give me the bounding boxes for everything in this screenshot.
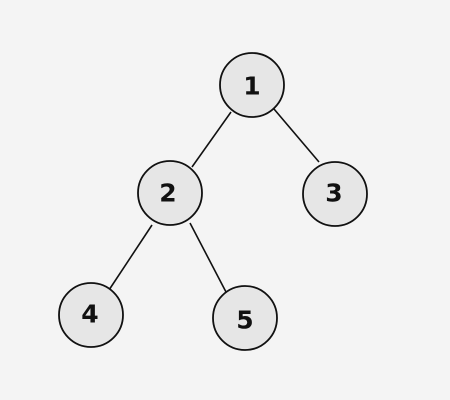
node-label-2: 2 xyxy=(159,179,176,208)
edge-2-4 xyxy=(108,224,153,291)
node-circle-2 xyxy=(137,160,203,226)
tree-node-1: 1 xyxy=(219,52,285,118)
tree-node-5: 5 xyxy=(212,285,278,351)
tree-node-2: 2 xyxy=(137,160,203,226)
node-label-4: 4 xyxy=(81,300,98,329)
node-circle-4 xyxy=(58,282,124,348)
tree-edges xyxy=(108,108,320,293)
node-circle-5 xyxy=(212,285,278,351)
tree-node-3: 3 xyxy=(302,161,368,227)
node-label-1: 1 xyxy=(243,72,260,101)
edge-1-2 xyxy=(191,111,232,168)
node-label-5: 5 xyxy=(236,306,253,335)
edge-2-5 xyxy=(189,222,227,293)
node-circle-1 xyxy=(219,52,285,118)
tree-node-4: 4 xyxy=(58,282,124,348)
node-label-3: 3 xyxy=(325,179,342,208)
edge-1-3 xyxy=(273,108,320,163)
node-circle-3 xyxy=(302,161,368,227)
